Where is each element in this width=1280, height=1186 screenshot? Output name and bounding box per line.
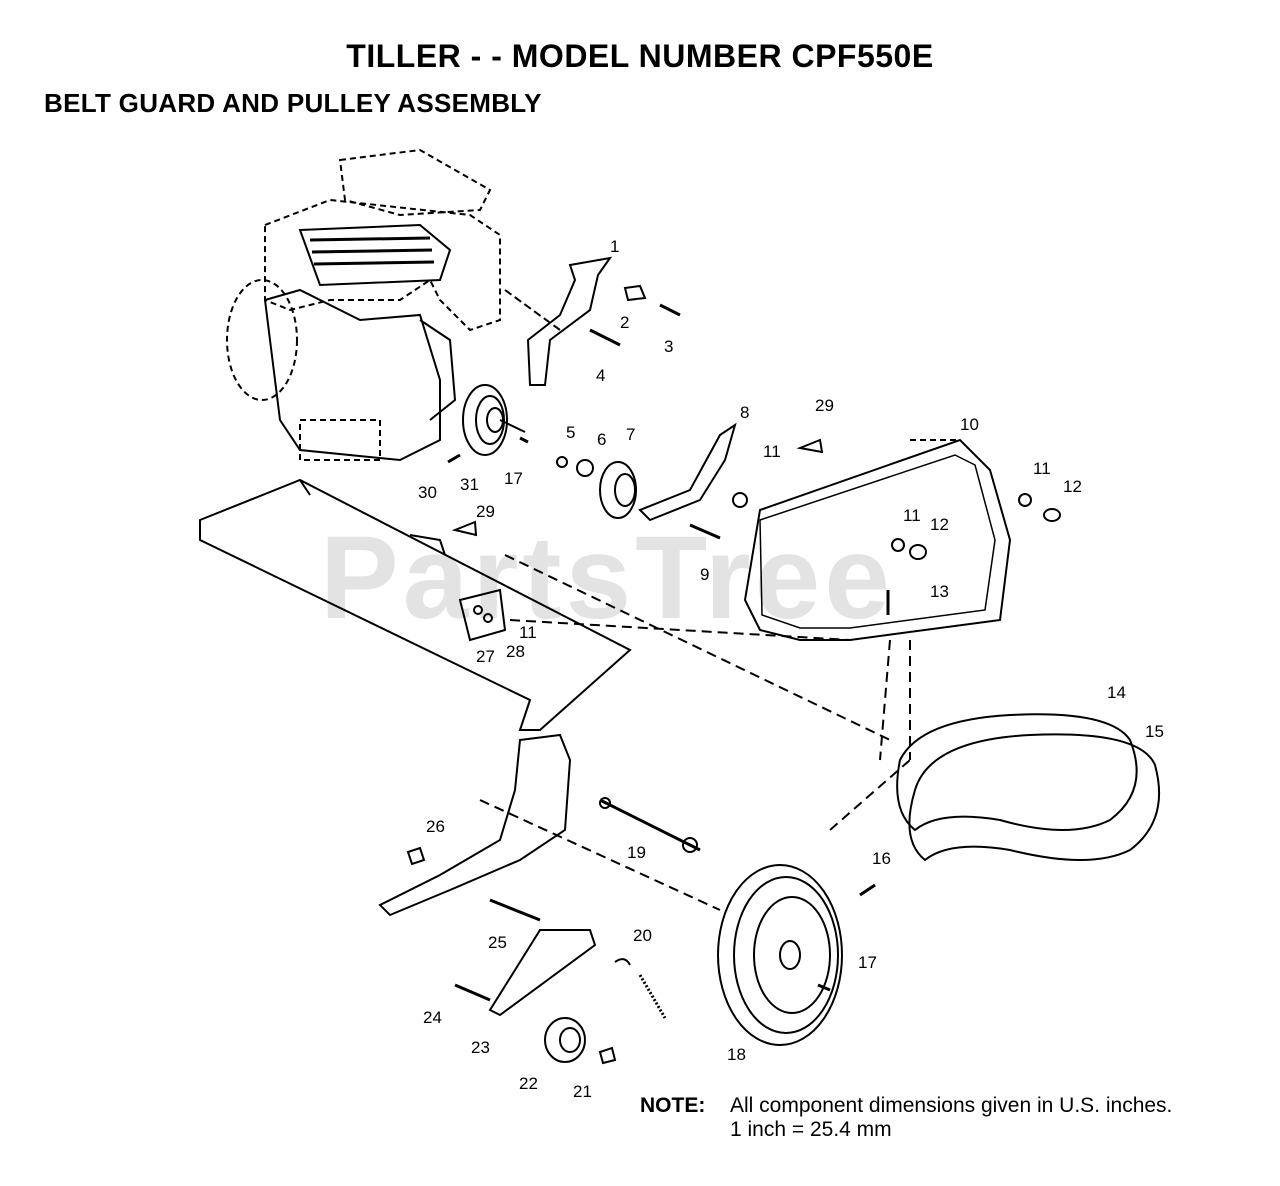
idler-pulley-part-22 bbox=[544, 1017, 586, 1063]
callout-17-a: 17 bbox=[504, 469, 523, 488]
callout-3: 3 bbox=[664, 337, 673, 356]
callout-12-b: 12 bbox=[930, 515, 949, 534]
callout-15: 15 bbox=[1145, 722, 1164, 741]
belt-part-14 bbox=[896, 713, 1138, 832]
callout-16: 16 bbox=[872, 849, 891, 868]
callout-29-a: 29 bbox=[815, 396, 834, 415]
spacer-part-25 bbox=[489, 898, 541, 922]
callout-13: 13 bbox=[930, 582, 949, 601]
callout-7: 7 bbox=[626, 425, 635, 444]
callout-31: 31 bbox=[460, 475, 479, 494]
callout-19: 19 bbox=[627, 843, 646, 862]
lower-bracket bbox=[378, 733, 572, 917]
callout-9: 9 bbox=[700, 565, 709, 584]
large-pulley-part-18 bbox=[717, 864, 843, 1046]
callout-18: 18 bbox=[727, 1045, 746, 1064]
callout-12-a: 12 bbox=[1063, 477, 1082, 496]
nut-part-21 bbox=[598, 1046, 617, 1065]
plate-parts-27-28-11 bbox=[458, 588, 507, 642]
page-title: TILLER - - MODEL NUMBER CPF550E bbox=[346, 38, 934, 74]
callout-4: 4 bbox=[596, 366, 605, 385]
setscrew-part-16 bbox=[859, 883, 876, 897]
bolt-part-24 bbox=[454, 983, 491, 1002]
note-label: NOTE: bbox=[640, 1094, 706, 1117]
callout-23: 23 bbox=[471, 1038, 490, 1057]
washer-part-11b bbox=[1018, 493, 1032, 507]
belt-guard-part-10 bbox=[743, 438, 1012, 641]
callout-20: 20 bbox=[633, 926, 652, 945]
callout-1: 1 bbox=[610, 237, 619, 256]
note-line-2: 1 inch = 25.4 mm bbox=[730, 1118, 892, 1141]
callout-26: 26 bbox=[426, 817, 445, 836]
bolt-part-3 bbox=[659, 303, 681, 317]
bolt-part-17b bbox=[817, 983, 831, 992]
frame-plate bbox=[199, 478, 632, 731]
callout-10: 10 bbox=[960, 415, 979, 434]
pulley-part-7 bbox=[599, 461, 637, 519]
idler-arm-part-8 bbox=[638, 422, 737, 522]
idler-bracket-part-23 bbox=[488, 929, 597, 1017]
engine-drawing bbox=[226, 148, 501, 462]
assembly-subtitle: BELT GUARD AND PULLEY ASSEMBLY bbox=[44, 88, 542, 118]
bolt-part-9 bbox=[689, 523, 721, 540]
callout-11-b: 11 bbox=[1033, 459, 1051, 478]
callout-21: 21 bbox=[573, 1082, 592, 1101]
bracket-part-1 bbox=[504, 256, 613, 386]
washer-part-11c bbox=[891, 538, 905, 552]
engine-pulley-31 bbox=[462, 384, 526, 456]
callout-14: 14 bbox=[1107, 683, 1126, 702]
washer-part-6 bbox=[576, 459, 594, 477]
nut-part-26 bbox=[406, 846, 426, 866]
bolt-part-17a bbox=[519, 436, 529, 444]
callout-11-a: 11 bbox=[763, 442, 781, 461]
clip-part-29b bbox=[451, 520, 478, 537]
callout-30: 30 bbox=[418, 483, 437, 502]
nut-part-12a bbox=[1043, 508, 1061, 522]
callout-6: 6 bbox=[597, 430, 606, 449]
dimension-note: NOTE: All component dimensions given in U… bbox=[640, 1094, 1172, 1142]
callout-17-b: 17 bbox=[858, 953, 877, 972]
nut-part-12b bbox=[909, 544, 927, 560]
note-line-1: All component dimensions given in U.S. i… bbox=[730, 1094, 1173, 1117]
callout-27: 27 bbox=[476, 647, 495, 666]
callout-29-b: 29 bbox=[476, 502, 495, 521]
washer-part-11a bbox=[732, 492, 748, 508]
belt-part-15 bbox=[908, 733, 1161, 862]
clip-part-2 bbox=[623, 284, 647, 302]
callout-8: 8 bbox=[740, 403, 749, 422]
setscrew-part-30 bbox=[447, 453, 461, 464]
callout-24: 24 bbox=[423, 1008, 442, 1027]
callout-11-d: 11 bbox=[519, 623, 537, 642]
clip-part-29a bbox=[796, 438, 824, 454]
clip-part-20 bbox=[614, 958, 631, 966]
shaft-part-19 bbox=[599, 798, 701, 852]
spring bbox=[638, 974, 667, 1019]
bolt-part-4 bbox=[589, 328, 621, 347]
callout-11-c: 11 bbox=[903, 506, 921, 525]
callout-28: 28 bbox=[506, 642, 525, 661]
callout-25: 25 bbox=[488, 933, 507, 952]
callout-2: 2 bbox=[620, 313, 629, 332]
callout-22: 22 bbox=[519, 1074, 538, 1093]
callout-5: 5 bbox=[566, 423, 575, 442]
washer-part-5 bbox=[556, 456, 568, 468]
callout-labels: 1 2 3 4 5 6 7 8 9 10 11 11 11 11 12 12 1… bbox=[418, 237, 1164, 1101]
